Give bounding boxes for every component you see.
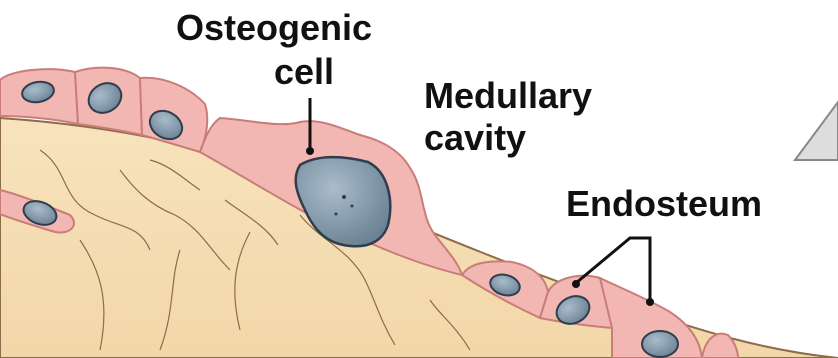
medullary-cavity-label: Medullary [424,76,592,116]
osteogenic-cell-label: Osteogenic [176,8,372,48]
medullary-cavity-label-line2: cavity [424,118,526,158]
endosteum-label: Endosteum [566,184,762,224]
partial-triangle [795,102,838,160]
osteogenic-cell-label-line2: cell [274,52,334,92]
